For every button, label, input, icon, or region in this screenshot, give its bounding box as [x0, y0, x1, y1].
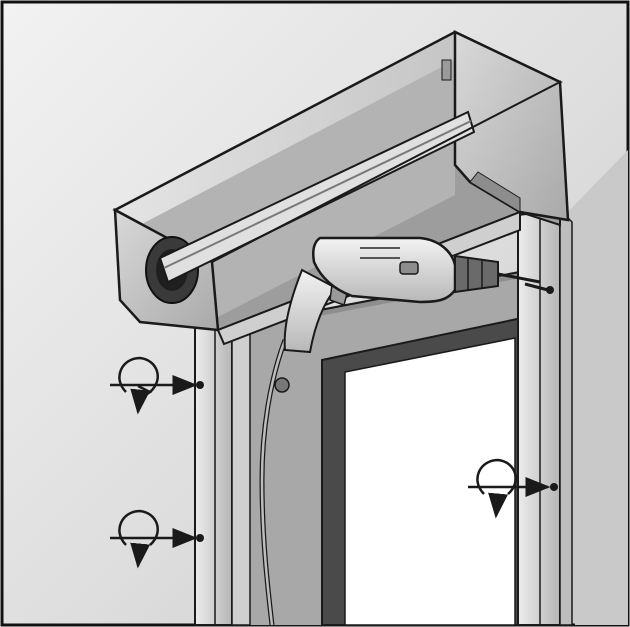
screw-right	[468, 458, 558, 519]
drill-icon	[259, 236, 541, 626]
window-glass	[344, 337, 516, 626]
left-guide-rail	[194, 317, 251, 626]
screw-icon	[196, 534, 204, 542]
screw-icon	[524, 282, 554, 294]
screw-icon	[550, 483, 558, 491]
screw-icon	[196, 381, 204, 389]
rotate-arrow-icon	[118, 356, 159, 393]
screw-left-upper	[110, 356, 204, 415]
roller-axle	[158, 110, 476, 284]
rotate-arrow-icon	[476, 458, 517, 495]
rotate-arrow-icon	[118, 509, 159, 546]
screw-left-lower	[110, 509, 204, 569]
right-guide-rail	[517, 208, 573, 626]
wall-shade-right	[560, 150, 628, 625]
